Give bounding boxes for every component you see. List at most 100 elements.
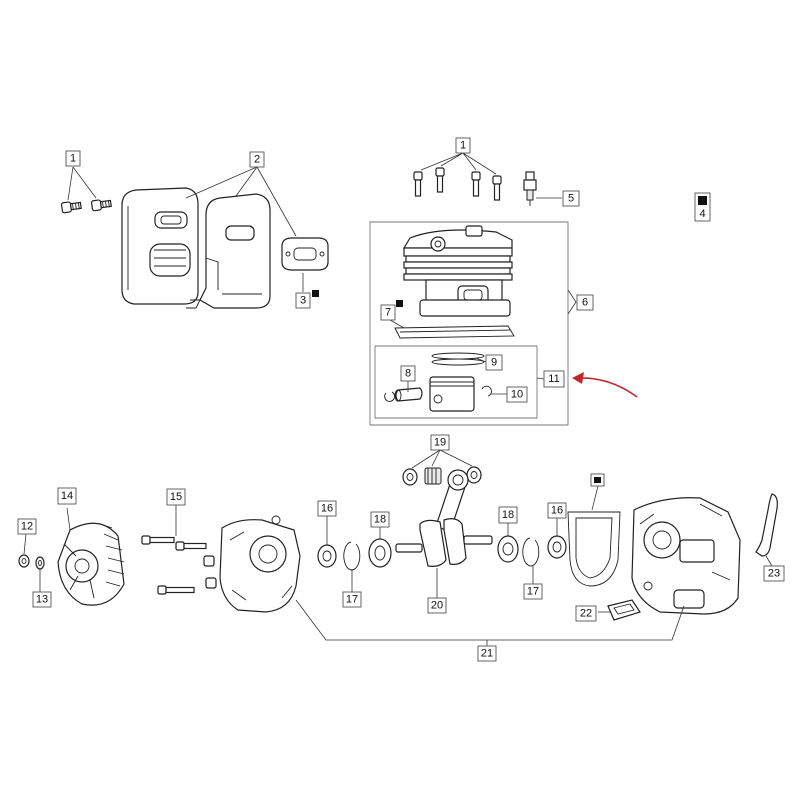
cylinder-base-gasket [394,325,515,339]
note-square-gasket [594,477,601,483]
callout-5: 5 [562,190,580,207]
crankcase-left-half [203,515,301,613]
spark-plug [523,171,537,206]
callout-17-left: 17 [342,591,362,608]
piston [429,376,475,412]
callout-7: 7 [380,300,403,321]
svg-text:11: 11 [548,373,559,385]
note-square-4 [698,196,707,205]
leader-1a [67,166,97,201]
svg-text:15: 15 [170,491,182,503]
fuel-hose [755,493,778,557]
callout-10: 10 [506,386,528,403]
svg-text:17: 17 [527,586,539,598]
svg-text:22: 22 [580,608,592,620]
svg-text:20: 20 [431,600,443,612]
svg-text:6: 6 [582,297,588,309]
bearing-right [497,535,519,563]
svg-text:18: 18 [374,514,386,526]
cylinder-kit-frame [369,221,569,426]
svg-text:8: 8 [405,368,411,380]
note-square-3 [312,290,319,297]
leader-19 [411,449,473,469]
leader-2 [185,166,297,237]
circlip-right [522,537,540,567]
callout-11: 11 [543,370,565,388]
flywheel-nut-washer [18,554,45,570]
leader-1b [420,152,497,175]
callout-8: 8 [400,365,416,382]
svg-text:4: 4 [699,208,705,220]
callout-15: 15 [166,488,186,506]
svg-text:14: 14 [61,490,73,502]
leader-23 [765,555,773,567]
crankcase-seal [607,599,641,621]
note-square-7 [396,300,403,307]
callout-13: 13 [32,591,52,608]
leader-7 [389,319,405,329]
crankcase-gasket [567,511,621,587]
svg-text:1: 1 [460,140,466,152]
callout-12: 12 [17,518,37,535]
callout-4: 4 [694,192,711,222]
leader-6 [567,289,577,315]
callout-23: 23 [763,565,785,582]
callout-3: 3 [295,290,319,309]
leader-14 [66,507,71,531]
callout-gasket-square [590,473,605,487]
leader-11 [536,377,545,380]
bearing-seal-right [547,535,567,559]
svg-text:3: 3 [300,295,306,307]
callout-14: 14 [57,487,77,505]
callout-1-muffler: 1 [65,150,81,167]
cylinder [402,225,513,317]
callout-20: 20 [427,597,447,614]
muffler-gasket [281,237,329,271]
highlight-arrow [572,372,638,398]
svg-text:18: 18 [502,509,514,521]
piston-kit-frame [374,345,538,419]
leader-9 [475,357,487,363]
leader-12 [23,533,27,555]
callout-17-right: 17 [523,583,543,600]
muffler-cover [186,193,271,309]
svg-text:16: 16 [321,503,333,515]
svg-text:5: 5 [568,193,574,205]
callout-16-left: 16 [317,500,337,517]
circlips [384,385,492,402]
cylinder-screws [413,167,502,201]
leader-gasket-square [591,485,599,511]
piston-rings [431,352,485,366]
svg-text:23: 23 [768,568,780,580]
bearing-seal-left [317,544,337,568]
leader-21 [295,599,685,641]
circlip-left [343,541,361,571]
callout-18-right: 18 [498,506,518,524]
crankcase-screws [141,535,207,595]
callout-22: 22 [575,605,597,622]
svg-text:19: 19 [434,437,446,449]
svg-text:2: 2 [254,154,260,166]
rod-washers-and-bearing [402,466,482,486]
svg-text:9: 9 [491,357,497,369]
svg-text:13: 13 [36,594,48,606]
callout-19: 19 [430,434,450,451]
svg-text:12: 12 [21,521,33,533]
svg-text:17: 17 [346,594,358,606]
callout-1-cylinder: 1 [455,137,471,154]
callout-9: 9 [485,354,503,371]
callout-18-left: 18 [370,511,390,528]
svg-text:7: 7 [385,307,391,319]
svg-text:10: 10 [511,389,523,401]
svg-text:1: 1 [70,153,76,165]
flywheel [57,522,125,606]
callout-6: 6 [576,294,594,311]
crankcase-right-half [631,497,741,615]
muffler-screws [60,199,112,214]
muffler-body [121,187,199,305]
piston-pin [394,387,423,402]
crankshaft [395,469,493,567]
svg-text:16: 16 [551,505,563,517]
callout-16-right: 16 [547,502,567,519]
